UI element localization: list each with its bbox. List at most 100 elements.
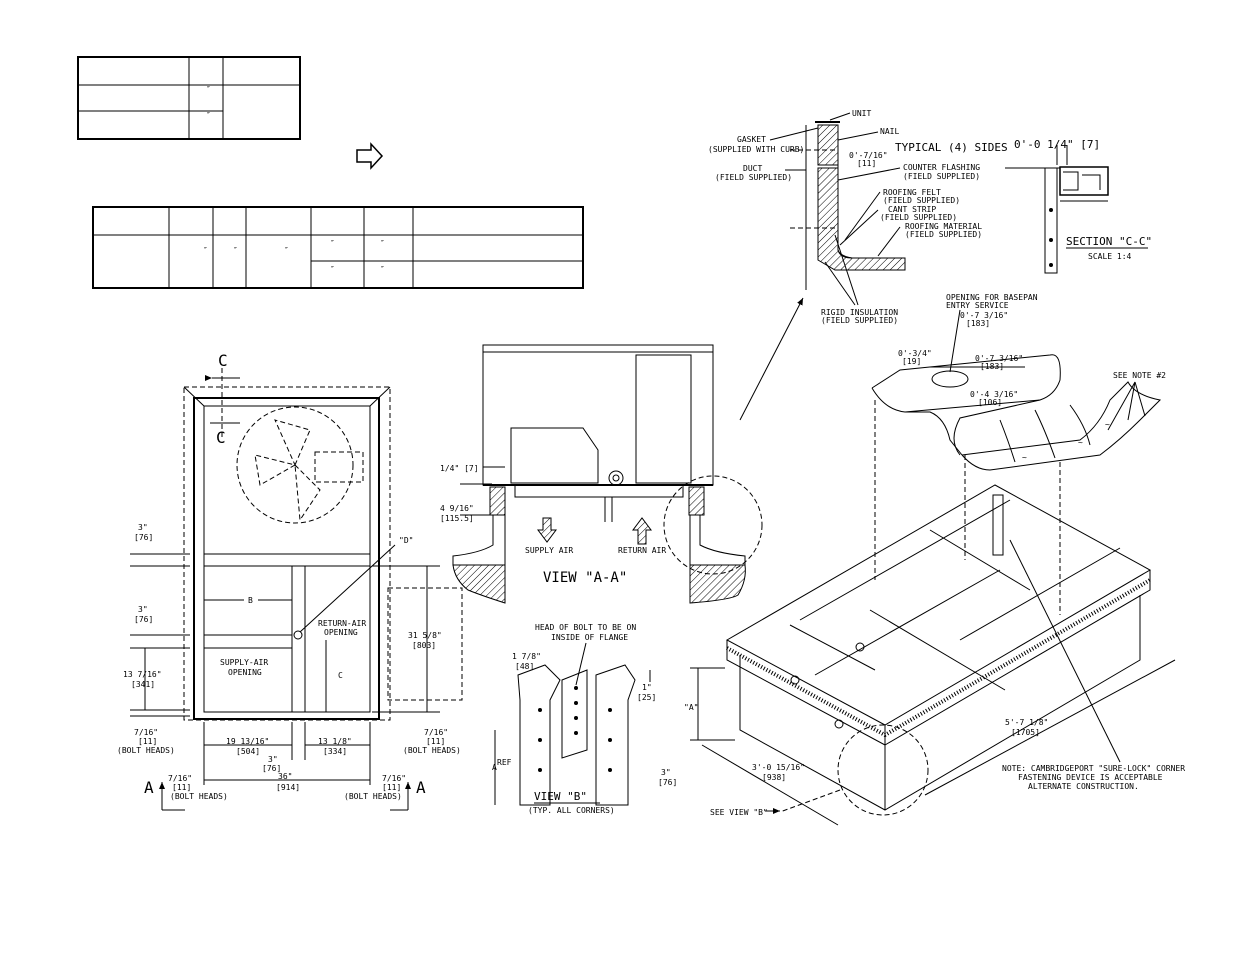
plan-d716bl-label: 7/16" [168,774,192,783]
plan-d13-mm-label: [341] [131,680,155,689]
curb-detail-counter-2-label: (FIELD SUPPLIED) [903,172,980,181]
view-b-head-1-label: HEAD OF BOLT TO BE ON [535,623,636,632]
iso-wid-mm-label: [938] [762,773,786,782]
plan-d36-mm-label: [914] [276,783,300,792]
detail-leader [739,297,804,421]
dimension-table-2: ″ ″ ″ ″ ″ ″ ″ [92,206,584,289]
basepan-d1-mm-label: [183] [966,319,990,328]
view-aa-d14-label: 1/4" [7] [440,464,479,473]
supply-air-arrow-icon [537,517,557,543]
basepan-d2-label: 0'-3/4" [898,349,932,358]
curb-section-detail: UNIT NAIL GASKET (SUPPLIED WITH CURB) 0'… [708,109,1008,325]
basepan-d1-label: 0'-7 3/16" [960,311,1008,320]
plan-d3b-label: 3" [138,605,148,614]
plan-a-right-label: A [416,778,426,797]
tilde-3: ~ [1105,420,1110,429]
curb-detail-gasket-1-label: GASKET [737,135,766,144]
basepan-d2-mm-label: [19] [902,357,921,366]
plan-view: C C "D" B C RETURN-AIR OPENING SUPPLY-AI… [117,351,463,811]
plan-d3a-mm-label: [76] [134,533,153,542]
marks-inch-label: ″ [203,246,208,255]
plan-d716bl-mm-label: [11] [172,783,191,792]
view-aa-d49-mm-label: [115.5] [440,514,474,523]
plan-bolt-l-label: (BOLT HEADS) [117,746,175,755]
view-b-d1-label: 1" [642,683,652,692]
view-b-title-label: VIEW "B" [534,790,587,803]
view-aa-supply-label: SUPPLY AIR [525,546,573,555]
plan-d31-mm-label: [803] [412,641,436,650]
plan-d716l-label: 7/16" [134,728,158,737]
dimension-table-1: ″ ″ [77,56,301,140]
plan-d13b-label: 13 1/8" [318,737,352,746]
section-cc-scale-label: SCALE 1:4 [1088,252,1132,261]
marks-inch-label: ″ [206,85,211,94]
marks-inch-label: ″ [233,246,238,255]
plan-d31-label: 31 5/8" [408,631,442,640]
iso-a-label: "A" [684,703,698,712]
iso-note-3-label: ALTERNATE CONSTRUCTION. [1028,782,1139,791]
plan-d13b-mm-label: [334] [323,747,347,756]
iso-wid-label: 3'-0 15/16" [752,763,805,772]
curb-detail-typical-label: TYPICAL (4) SIDES [895,141,1008,154]
basepan-panels: ~ ~ ~ OPENING FOR BASEPAN ENTRY SERVICE … [871,293,1166,471]
basepan-opening-2-label: ENTRY SERVICE [946,301,1009,310]
basepan-opening-1-label: OPENING FOR BASEPAN [946,293,1038,302]
tilde-2: ~ [1078,438,1083,447]
curb-detail-material-1-label: ROOFING MATERIAL [905,222,982,231]
view-b-ref-label: REF [497,758,512,767]
return-air-arrow-icon [632,517,652,545]
plan-d36-label: 36" [278,772,292,781]
curb-detail-duct-1-label: DUCT [743,164,762,173]
curb-detail-insul-2-label: (FIELD SUPPLIED) [821,316,898,325]
plan-bolt-bl-label: (BOLT HEADS) [170,792,228,801]
curb-detail-duct-2-label: (FIELD SUPPLIED) [715,173,792,182]
plan-d13-label: 13 7/16" [123,670,162,679]
plan-d716br-mm-label: [11] [382,783,401,792]
curb-detail-unit-label: UNIT [852,109,871,118]
plan-d19-mm-label: [504] [236,747,260,756]
curb-detail-gasket-2-label: (SUPPLIED WITH CURB) [708,145,804,154]
plan-d716r-mm-label: [11] [426,737,445,746]
marks-inch-label: ″ [380,265,385,274]
view-b-d178-mm-label: [48] [515,662,534,671]
view-b-d3-mm-label: [76] [658,778,677,787]
plan-a-left-label: A [144,778,154,797]
marks-inch-label: ″ [284,246,289,255]
plan-d3a-label: 3" [138,523,148,532]
view-b: HEAD OF BOLT TO BE ON INSIDE OF FLANGE 1… [492,623,677,815]
curb-detail-cant-1-label: CANT STRIP [888,205,936,214]
plan-d-label-label: "D" [399,536,413,545]
view-b-d1-mm-label: [25] [637,693,656,702]
basepan-d3-mm-label: [183] [980,362,1004,371]
section-cc-title-label: SECTION "C-C" [1066,235,1152,248]
marks-inch-label: ″ [206,111,211,120]
iso-note-2-label: FASTENING DEVICE IS ACCEPTABLE [1018,773,1163,782]
section-cc: 0'-0 1/4" [7] SECTION "C-C" SCALE 1:4 [1005,138,1152,274]
plan-d3c-label: 3" [268,755,278,764]
isometric-curb: SEE VIEW "B" "A" 3'-0 15/16" [938] 5'-7 … [684,400,1185,826]
marks-inch-label: ″ [330,239,335,248]
marks-inch-label: ″ [380,239,385,248]
right-arrow-icon [356,142,384,170]
curb-detail-dim-mm-label: [11] [857,159,876,168]
plan-b-label-label: B [248,596,253,605]
view-b-d178-label: 1 7/8" [512,652,541,661]
iso-len-label: 5'-7 1/8" [1005,718,1048,727]
basepan-note2-label: SEE NOTE #2 [1113,371,1166,380]
basepan-d4-mm-label: [106] [978,398,1002,407]
view-aa: 1/4" [7] 4 9/16" [115.5] SUPPLY AIR RETU… [440,344,763,604]
iso-len-mm-label: [1705] [1011,728,1040,737]
plan-c-label-label: C [338,671,343,680]
curb-detail-nail-label: NAIL [880,127,899,136]
plan-ret-2-label: OPENING [324,628,358,637]
curb-detail-cant-2-label: (FIELD SUPPLIED) [880,213,957,222]
curb-detail-felt-2-label: (FIELD SUPPLIED) [883,196,960,205]
curb-detail-dim-label: 0'-7/16" [849,151,888,160]
plan-d19-label: 19 13/16" [226,737,269,746]
plan-d716br-label: 7/16" [382,774,406,783]
view-b-sub-label: (TYP. ALL CORNERS) [528,806,615,815]
plan-d716r-label: 7/16" [424,728,448,737]
basepan-d3-label: 0'-7 3/16" [975,354,1023,363]
tilde-1: ~ [1022,453,1027,462]
basepan-d4-label: 0'-4 3/16" [970,390,1018,399]
